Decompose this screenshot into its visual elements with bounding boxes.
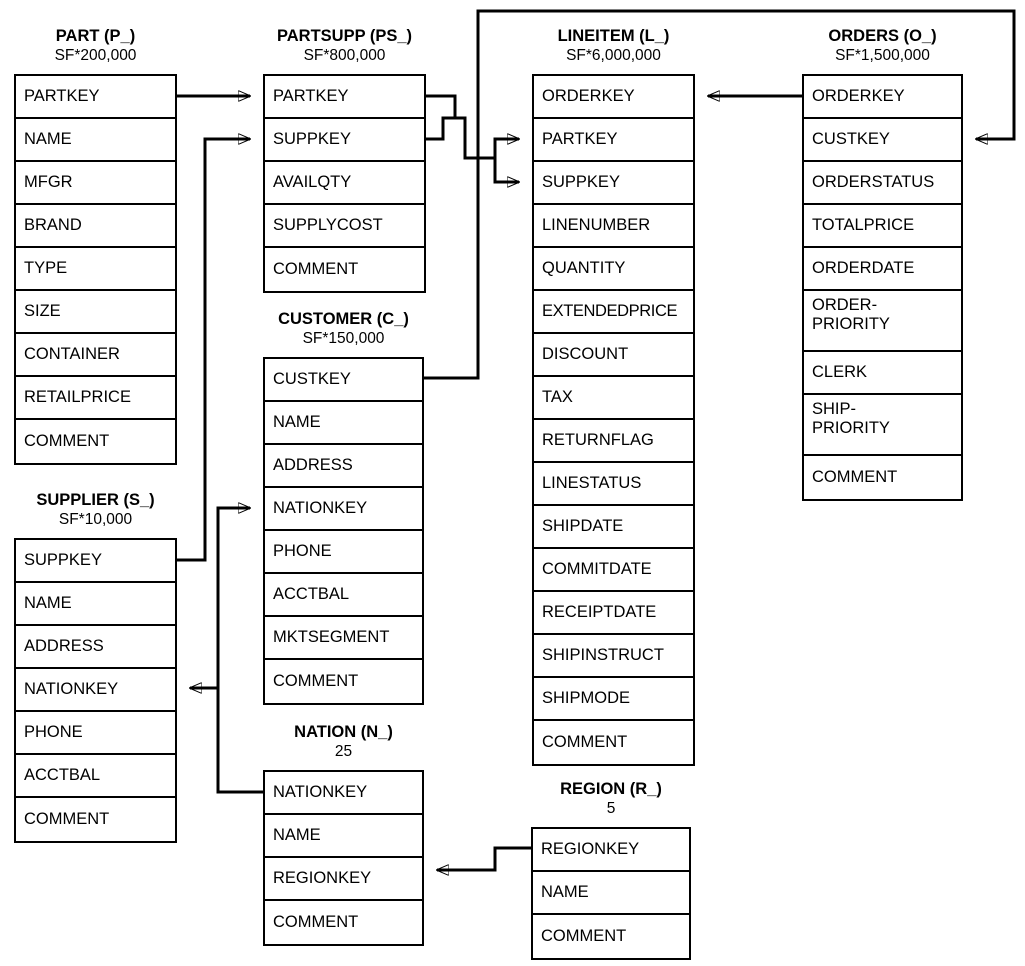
table-customer: CUSTOMER (C_) SF*150,000 bbox=[223, 309, 464, 348]
field-customer-acctbal: ACCTBAL bbox=[265, 574, 422, 617]
field-lineitem-commitdate: COMMITDATE bbox=[534, 549, 693, 592]
field-partsupp-partkey: PARTKEY bbox=[265, 76, 424, 119]
table-title-nation: NATION (N_) bbox=[294, 723, 393, 741]
table-region: REGION (R_) 5 bbox=[491, 779, 731, 818]
field-lineitem-quantity: QUANTITY bbox=[534, 248, 693, 291]
field-lineitem-extendedprice: EXTENDEDPRICE bbox=[534, 291, 693, 334]
field-lineitem-partkey: PARTKEY bbox=[534, 119, 693, 162]
table-cardinality-nation: 25 bbox=[334, 743, 353, 760]
table-title-part: PART (P_) bbox=[55, 27, 136, 45]
field-lineitem-returnflag: RETURNFLAG bbox=[534, 420, 693, 463]
wire-region-to-nation bbox=[437, 846, 531, 870]
field-supplier-address: ADDRESS bbox=[16, 626, 175, 669]
table-lineitem: LINEITEM (L_) SF*6,000,000 bbox=[492, 26, 735, 65]
field-region-comment: COMMENT bbox=[533, 915, 689, 958]
table-title-partsupp: PARTSUPP (PS_) bbox=[276, 27, 413, 45]
table-cardinality-region: 5 bbox=[606, 800, 616, 817]
field-customer-name: NAME bbox=[265, 402, 422, 445]
field-lineitem-shipmode: SHIPMODE bbox=[534, 678, 693, 721]
field-nation-comment: COMMENT bbox=[265, 901, 422, 944]
field-orders-orderkey: ORDERKEY bbox=[804, 76, 961, 119]
field-orders-orderdate: ORDERDATE bbox=[804, 248, 961, 291]
table-cardinality-lineitem: SF*6,000,000 bbox=[566, 47, 661, 64]
field-customer-comment: COMMENT bbox=[265, 660, 422, 703]
field-part-type: TYPE bbox=[16, 248, 175, 291]
field-customer-address: ADDRESS bbox=[265, 445, 422, 488]
field-part-container: CONTAINER bbox=[16, 334, 175, 377]
field-part-retailprice: RETAILPRICE bbox=[16, 377, 175, 420]
table-title-supplier: SUPPLIER (S_) bbox=[36, 491, 155, 509]
wire-to-lineitem-suppkey bbox=[493, 158, 519, 182]
table-nation: NATION (N_) 25 bbox=[223, 722, 464, 761]
field-lineitem-shipinstruct: SHIPINSTRUCT bbox=[534, 635, 693, 678]
table-partsupp: PARTSUPP (PS_) SF*800,000 bbox=[223, 26, 466, 65]
field-partsupp-comment: COMMENT bbox=[265, 248, 424, 291]
wire-to-lineitem-partkey bbox=[493, 139, 519, 158]
field-part-partkey: PARTKEY bbox=[16, 76, 175, 119]
field-orders-comment: COMMENT bbox=[804, 456, 961, 500]
field-lineitem-shipdate: SHIPDATE bbox=[534, 506, 693, 549]
field-customer-custkey: CUSTKEY bbox=[265, 359, 422, 402]
field-supplier-name: NAME bbox=[16, 583, 175, 626]
table-supplier: SUPPLIER (S_) SF*10,000 bbox=[0, 490, 217, 529]
table-cardinality-orders: SF*1,500,000 bbox=[835, 47, 930, 64]
field-lineitem-linenumber: LINENUMBER bbox=[534, 205, 693, 248]
field-region-name: NAME bbox=[533, 872, 689, 915]
table-cardinality-part: SF*200,000 bbox=[54, 47, 137, 64]
field-nation-name: NAME bbox=[265, 815, 422, 858]
field-part-size: SIZE bbox=[16, 291, 175, 334]
table-title-customer: CUSTOMER (C_) bbox=[278, 310, 409, 328]
field-partsupp-availqty: AVAILQTY bbox=[265, 162, 424, 205]
field-orders-ship-priority: SHIP-PRIORITY bbox=[804, 395, 961, 457]
table-cardinality-partsupp: SF*800,000 bbox=[303, 47, 386, 64]
field-part-mfgr: MFGR bbox=[16, 162, 175, 205]
table-part: PART (P_) SF*200,000 bbox=[0, 26, 217, 65]
field-lineitem-discount: DISCOUNT bbox=[534, 334, 693, 377]
field-nation-nationkey: NATIONKEY bbox=[265, 772, 422, 815]
wire-partsupp-merge-trunk bbox=[455, 116, 495, 160]
field-region-regionkey: REGIONKEY bbox=[533, 829, 689, 872]
field-lineitem-receiptdate: RECEIPTDATE bbox=[534, 592, 693, 635]
table-title-lineitem: LINEITEM (L_) bbox=[557, 27, 670, 45]
field-supplier-comment: COMMENT bbox=[16, 798, 175, 841]
table-title-region: REGION (R_) bbox=[560, 780, 662, 798]
field-orders-custkey: CUSTKEY bbox=[804, 119, 961, 162]
field-supplier-suppkey: SUPPKEY bbox=[16, 540, 175, 583]
field-orders-clerk: CLERK bbox=[804, 352, 961, 396]
field-customer-phone: PHONE bbox=[265, 531, 422, 574]
field-orders-orderstatus: ORDERSTATUS bbox=[804, 162, 961, 205]
field-orders-order-priority: ORDER-PRIORITY bbox=[804, 291, 961, 353]
field-part-brand: BRAND bbox=[16, 205, 175, 248]
field-orders-totalprice: TOTALPRICE bbox=[804, 205, 961, 248]
field-customer-nationkey: NATIONKEY bbox=[265, 488, 422, 531]
table-orders: ORDERS (O_) SF*1,500,000 bbox=[762, 26, 1003, 65]
field-supplier-phone: PHONE bbox=[16, 712, 175, 755]
field-nation-regionkey: REGIONKEY bbox=[265, 858, 422, 901]
table-title-orders: ORDERS (O_) bbox=[828, 27, 937, 45]
wire-partsupp-partkey-merge bbox=[426, 94, 457, 118]
field-lineitem-comment: COMMENT bbox=[534, 721, 693, 764]
field-lineitem-tax: TAX bbox=[534, 377, 693, 420]
field-part-comment: COMMENT bbox=[16, 420, 175, 463]
field-lineitem-suppkey: SUPPKEY bbox=[534, 162, 693, 205]
table-cardinality-customer: SF*150,000 bbox=[302, 330, 385, 347]
field-partsupp-supplycost: SUPPLYCOST bbox=[265, 205, 424, 248]
field-partsupp-suppkey: SUPPKEY bbox=[265, 119, 424, 162]
table-cardinality-supplier: SF*10,000 bbox=[58, 511, 133, 528]
field-supplier-acctbal: ACCTBAL bbox=[16, 755, 175, 798]
field-customer-mktsegment: MKTSEGMENT bbox=[265, 617, 422, 660]
wire-partsupp-suppkey-merge bbox=[426, 116, 455, 141]
field-lineitem-linestatus: LINESTATUS bbox=[534, 463, 693, 506]
field-lineitem-orderkey: ORDERKEY bbox=[534, 76, 693, 119]
field-supplier-nationkey: NATIONKEY bbox=[16, 669, 175, 712]
field-part-name: NAME bbox=[16, 119, 175, 162]
